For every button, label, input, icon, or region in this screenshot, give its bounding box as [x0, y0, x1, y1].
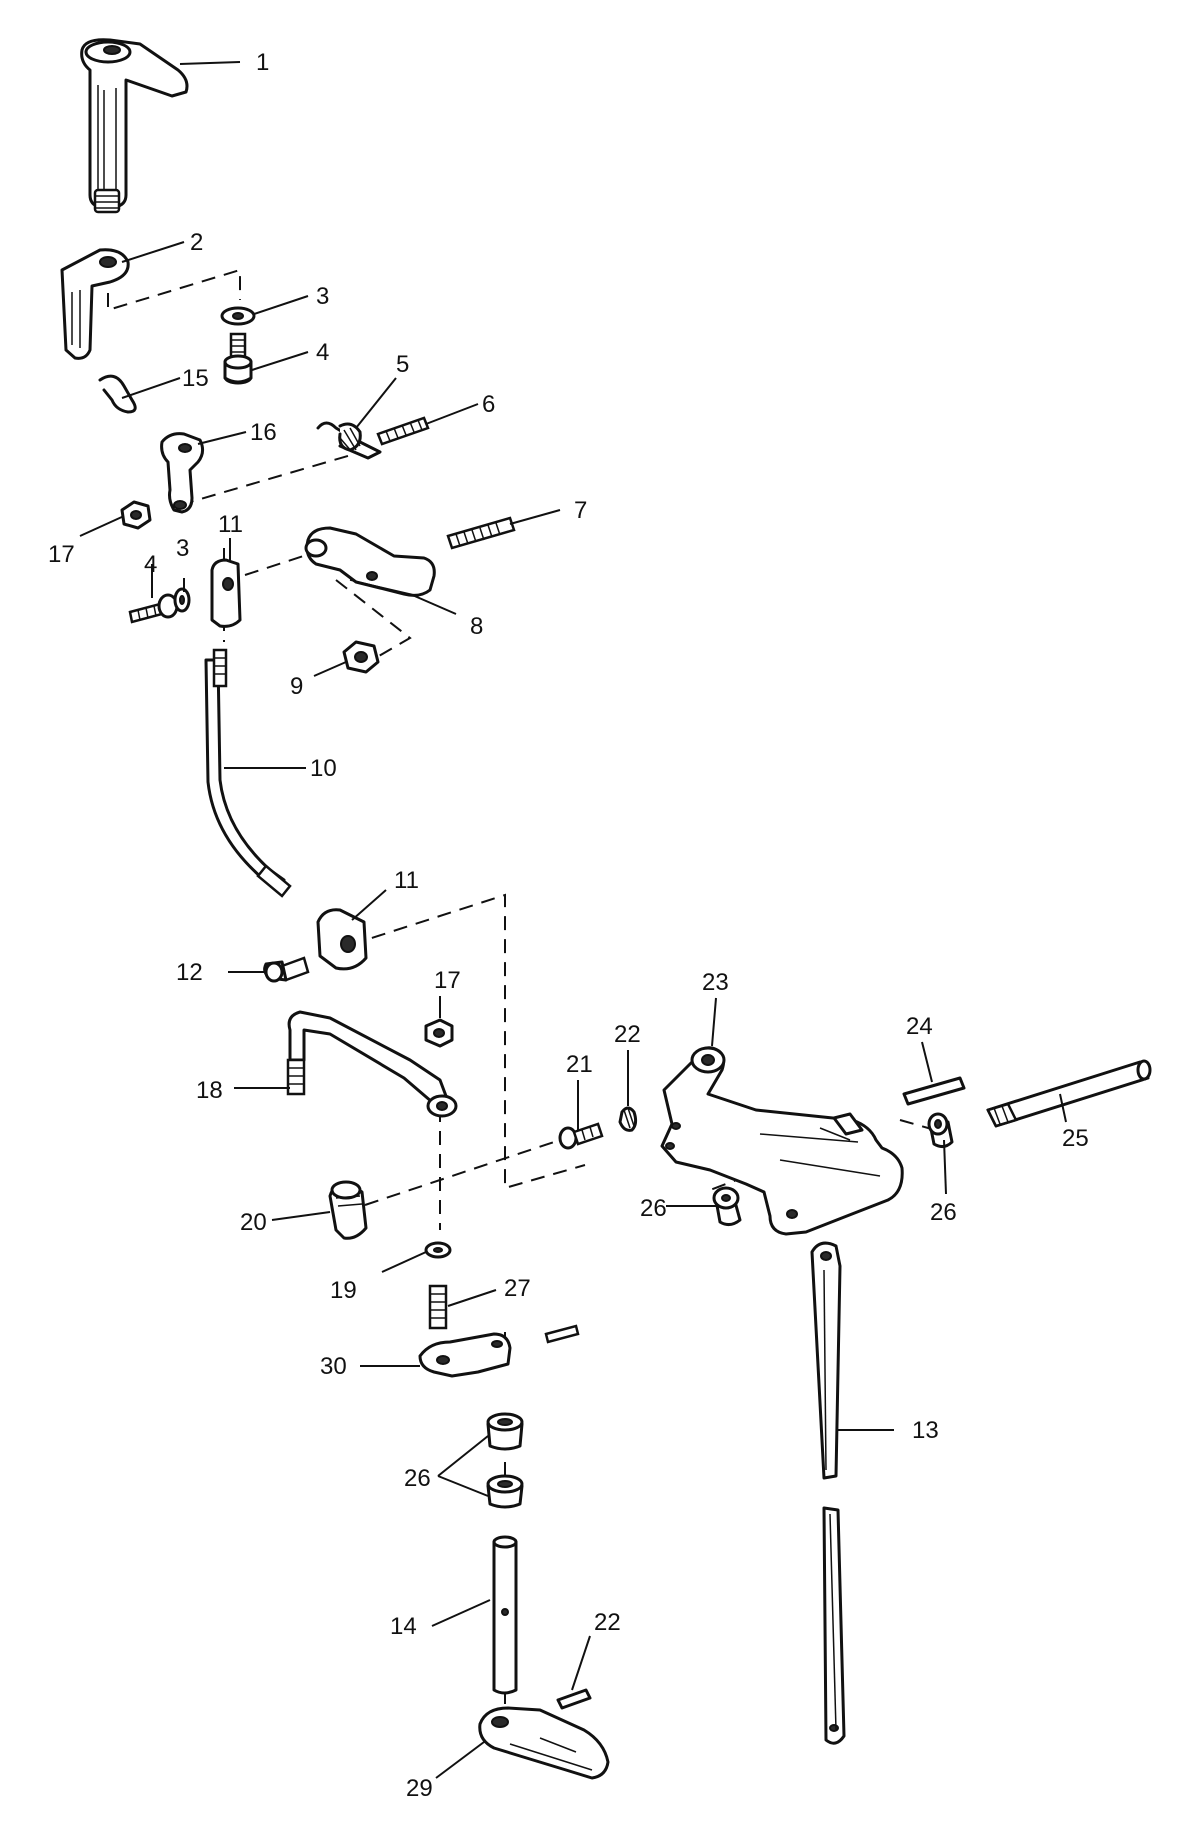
part-22-spring-upper: [618, 1106, 638, 1132]
callout-27: 27: [504, 1275, 531, 1302]
callout-11-lower: 11: [394, 867, 419, 894]
callout-26-right: 26: [930, 1199, 957, 1226]
part-26-bushing-right: [927, 1112, 954, 1149]
part-26-bushing-lower-b: [486, 1474, 524, 1509]
part-9-nut: [342, 640, 380, 674]
callout-24: 24: [906, 1013, 933, 1040]
callout-labels: 1 2 3 4 15 5 6 16 7 17 4 3 11 8 9 10 11 …: [48, 49, 1089, 1802]
part-4-screw-top: [223, 332, 253, 385]
part-3-washer-top: [220, 306, 256, 326]
callout-29: 29: [406, 1775, 433, 1802]
part-14-pin: [492, 1535, 518, 1695]
part-8-throttle-arm: [304, 526, 436, 597]
callout-23: 23: [702, 969, 729, 996]
callout-22: 22: [614, 1021, 641, 1048]
part-5-spring: [316, 421, 382, 460]
callout-22-lower: 22: [594, 1609, 621, 1636]
part-6-stud: [376, 416, 430, 446]
part-21-screw: [558, 1122, 604, 1150]
callout-10: 10: [310, 755, 337, 782]
callout-18: 18: [196, 1077, 223, 1104]
callout-6: 6: [482, 391, 495, 418]
part-18-bent-rod: [286, 1010, 458, 1118]
part-26-bushing-lower-a: [486, 1412, 524, 1451]
callout-11: 11: [218, 511, 243, 538]
part-16-lever-arm: [160, 432, 205, 514]
callout-17-lower: 17: [434, 967, 461, 994]
part-15-clip: [98, 374, 137, 414]
part-1-shaft-lever: [80, 38, 189, 214]
callout-1: 1: [256, 49, 269, 76]
part-24-pin: [902, 1076, 966, 1106]
callout-26-lower: 26: [404, 1465, 431, 1492]
part-13-long-strap: [810, 1241, 846, 1745]
callout-4: 4: [316, 339, 329, 366]
part-7-stud: [446, 516, 516, 550]
callout-3-middle: 3: [176, 535, 189, 562]
part-29-lever: [478, 1706, 610, 1780]
part-11-swivel-lower: [316, 908, 368, 971]
part-20-plug: [328, 1180, 368, 1240]
callout-leader-lines: [79, 61, 1067, 1779]
part-4-screw-middle: [128, 593, 179, 624]
callout-15: 15: [182, 365, 209, 392]
callout-2: 2: [190, 229, 203, 256]
callout-20: 20: [240, 1209, 267, 1236]
callout-12: 12: [176, 959, 203, 986]
part-23-shift-housing: [660, 1046, 904, 1236]
callout-26-middle: 26: [640, 1195, 667, 1222]
part-2-l-bracket: [60, 248, 130, 360]
callout-30: 30: [320, 1353, 347, 1380]
part-25-rod: [986, 1059, 1152, 1128]
part-10-link-rod: [204, 648, 292, 898]
callout-5: 5: [396, 351, 409, 378]
part-30-bellcrank: [418, 1324, 580, 1378]
part-17-nut-lower: [424, 1018, 454, 1048]
part-27-stud: [428, 1284, 448, 1330]
part-17-nut-upper: [120, 500, 152, 530]
part-12-screw: [263, 956, 310, 983]
callout-4-middle: 4: [144, 551, 157, 578]
callout-25: 25: [1062, 1125, 1089, 1152]
callout-17: 17: [48, 541, 75, 568]
callout-19: 19: [330, 1277, 357, 1304]
part-3-washer-middle: [173, 587, 191, 613]
part-19-washer: [424, 1241, 452, 1259]
callout-16: 16: [250, 419, 277, 446]
callout-3: 3: [316, 283, 329, 310]
part-22-pin-lower: [556, 1688, 592, 1710]
callout-13: 13: [912, 1417, 939, 1444]
part-11-swivel-upper: [210, 558, 242, 628]
callout-8: 8: [470, 613, 483, 640]
callout-7: 7: [574, 497, 587, 524]
callout-21: 21: [566, 1051, 593, 1078]
callout-9: 9: [290, 673, 303, 700]
part-26-bushing-middle: [712, 1186, 742, 1227]
callout-14: 14: [390, 1613, 417, 1640]
